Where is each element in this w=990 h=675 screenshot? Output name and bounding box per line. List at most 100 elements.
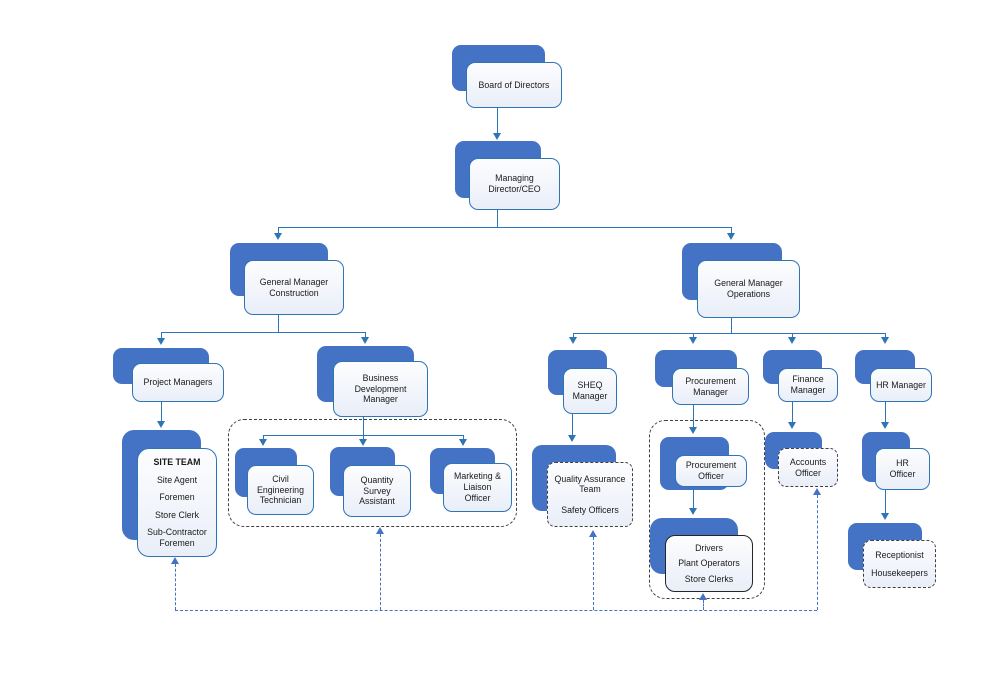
- connector-hro-to-recep: [885, 490, 886, 513]
- node-label: Manager: [693, 386, 728, 397]
- connector-gmo-to-finm: [792, 333, 793, 338]
- arrow-sheq-to-qat: [568, 435, 576, 442]
- connector-gmc-to-bdm: [365, 332, 366, 338]
- node-label: Board of Directors: [478, 79, 550, 90]
- arrow-hrm-to-hro: [881, 422, 889, 429]
- connector-gmc-to-pm: [161, 332, 162, 339]
- node-label: HR: [896, 458, 909, 469]
- node-member: Receptionist: [875, 549, 924, 560]
- connector-board-to-md: [497, 108, 498, 133]
- node-label: Quantity: [360, 474, 394, 485]
- node-member: Foremen: [159, 492, 195, 503]
- node-procurement-officer: Procurement Officer: [675, 455, 747, 487]
- node-sheq-manager: SHEQ Manager: [563, 368, 617, 414]
- connector-md-to-gmc: [278, 227, 279, 234]
- connector-gmc-stem: [278, 315, 279, 332]
- node-label: Development: [354, 383, 407, 394]
- node-label: Procurement: [685, 460, 737, 471]
- node-member: Store Clerk: [155, 509, 199, 520]
- node-label: Officer: [889, 469, 916, 479]
- node-member: Plant Operators: [678, 558, 740, 569]
- arrow-finm-to-acco: [788, 422, 796, 429]
- node-label: Officer: [698, 471, 724, 481]
- feedback-arrow-accounts-officer: [813, 488, 821, 495]
- node-label: Construction: [269, 287, 319, 298]
- node-label: General Manager: [714, 278, 783, 289]
- connector-gmo-stem: [731, 318, 732, 333]
- feedback-arrow-quality-team: [589, 530, 597, 537]
- node-member: Site Agent: [156, 474, 198, 485]
- node-label: Manager: [790, 385, 826, 395]
- arrow-board-to-md: [493, 133, 501, 140]
- feedback-arrow-bdm-group: [376, 527, 384, 534]
- node-label: Finance: [792, 374, 824, 385]
- node-hr-officer: HR Officer: [875, 448, 930, 490]
- connector-bdm-stem: [363, 417, 364, 435]
- node-accounts-officer: Accounts Officer: [778, 448, 838, 487]
- node-label: Operations: [726, 289, 771, 299]
- node-gm-operations: General Manager Operations: [697, 260, 800, 318]
- node-label: HR Manager: [876, 379, 926, 390]
- feedback-line-accounts-officer: [817, 495, 818, 610]
- node-label: Marketing &: [454, 471, 501, 482]
- node-label: Director/CEO: [488, 184, 541, 194]
- connector-gmo-to-hrm: [885, 333, 886, 338]
- node-label: General Manager: [259, 276, 329, 287]
- node-label: Business: [362, 372, 399, 383]
- connector-gmc-crossbar: [161, 332, 365, 333]
- node-business-development-manager: Business Development Manager: [333, 361, 428, 417]
- node-quantity-survey-assistant: Quantity Survey Assistant: [343, 465, 411, 517]
- node-label: Procurement: [685, 375, 736, 386]
- node-label: Officer: [795, 467, 821, 478]
- arrow-md-to-gmo: [727, 233, 735, 240]
- arrow-pm-to-site: [157, 421, 165, 428]
- connector-bdm-to-qsa: [363, 435, 364, 440]
- node-label: Technician: [259, 495, 302, 506]
- feedback-line-bdm-group: [380, 534, 381, 610]
- node-project-managers: Project Managers: [132, 363, 224, 402]
- node-label: Civil: [272, 473, 289, 484]
- arrow-procm-to-proco: [689, 427, 697, 434]
- arrow-gmc-to-bdm: [361, 337, 369, 344]
- node-label: Manager: [363, 394, 398, 405]
- node-member: Housekeepers: [871, 567, 928, 578]
- arrow-md-to-gmc: [274, 233, 282, 240]
- node-label: Officer: [464, 492, 491, 503]
- node-label: SHEQ: [577, 380, 603, 391]
- connector-md-stem: [497, 210, 498, 227]
- connector-md-to-gmo: [731, 227, 732, 234]
- node-marketing-liaison-officer: Marketing & Liaison Officer: [443, 463, 512, 512]
- node-quality-safety-team: Quality Assurance Team Safety Officers: [547, 462, 633, 527]
- feedback-arrow-drivers-team: [699, 593, 707, 600]
- node-label: Liaison: [463, 482, 492, 492]
- connector-finm-to-acco: [792, 402, 793, 422]
- node-label: Managing: [495, 173, 534, 184]
- node-managing-director: Managing Director/CEO: [469, 158, 560, 210]
- arrow-gmo-to-hrm: [881, 337, 889, 344]
- feedback-line-drivers-team: [703, 600, 704, 610]
- node-member: Sub-Contractor Foremen: [147, 527, 207, 548]
- group-business-development-subteam: [228, 419, 517, 527]
- node-label: Manager: [572, 391, 608, 401]
- arrow-proco-to-drivers: [689, 508, 697, 515]
- connector-bdm-to-mlo: [463, 435, 464, 440]
- node-label: Survey: [363, 485, 391, 496]
- arrow-gmo-to-finm: [788, 337, 796, 344]
- node-site-team: SITE TEAM Site Agent Foremen Store Clerk…: [137, 448, 217, 557]
- connector-sheq-to-qat: [572, 414, 573, 435]
- node-label: Accounts: [789, 456, 827, 467]
- node-drivers-team: Drivers Plant Operators Store Clerks: [665, 535, 753, 592]
- feedback-line-quality-team: [593, 537, 594, 610]
- node-label: Project Managers: [143, 377, 213, 387]
- connector-gmo-to-procm: [693, 333, 694, 338]
- node-title: SITE TEAM: [153, 457, 201, 468]
- arrow-hro-to-recep: [881, 513, 889, 520]
- feedback-line-site-team: [175, 564, 176, 610]
- group-procurement-subteam: [649, 420, 765, 599]
- node-member: Drivers: [695, 542, 723, 553]
- node-member: Quality Assurance Team: [554, 474, 626, 495]
- connector-bdm-to-cet: [263, 435, 264, 440]
- connector-proco-to-drivers: [693, 487, 694, 508]
- arrow-gmc-to-pm: [157, 338, 165, 345]
